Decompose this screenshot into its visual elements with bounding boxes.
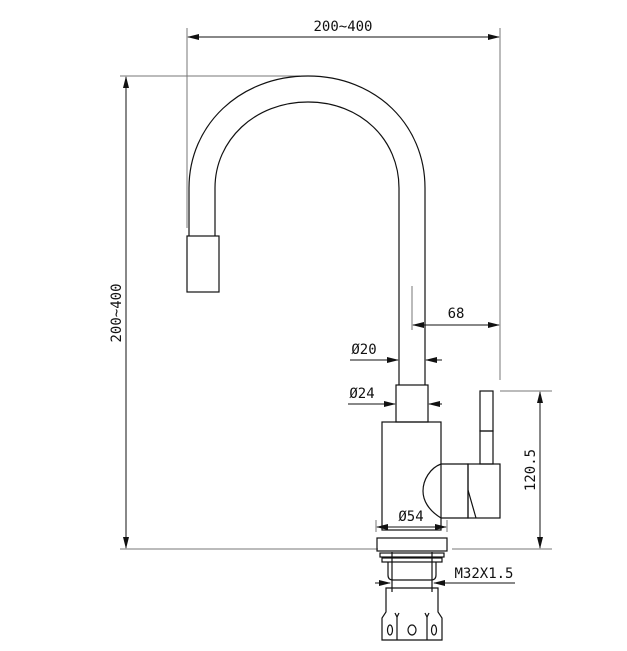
label-body-diameter: Ø54 [398, 509, 423, 525]
label-handle-height: 120.5 [523, 449, 539, 491]
dim-handle-height: 120.5 [500, 390, 552, 549]
label-thread: M32X1.5 [454, 566, 513, 582]
handle-lever [479, 390, 494, 465]
dim-spout-reach: 200~400 [186, 19, 501, 380]
dim-thread: M32X1.5 [375, 566, 515, 586]
dim-handle-offset: 68 [412, 306, 500, 328]
dim-neck-diameter: Ø24 [348, 386, 442, 407]
dim-overall-height: 200~400 [109, 75, 552, 550]
neck [395, 384, 429, 423]
dim-spout-tube-diameter: Ø20 [350, 342, 442, 363]
dim-body-diameter: Ø54 [375, 509, 448, 532]
base-fitting [376, 537, 448, 641]
label-neck-diameter: Ø24 [349, 386, 374, 402]
handle-housing [422, 463, 501, 519]
label-spout-reach: 200~400 [313, 19, 372, 35]
label-handle-offset: 68 [448, 306, 465, 322]
spout [186, 75, 426, 385]
label-spout-tube-diameter: Ø20 [351, 342, 376, 358]
faucet-body [381, 421, 442, 531]
aerator-nozzle [186, 235, 220, 293]
label-overall-height: 200~400 [109, 283, 125, 342]
